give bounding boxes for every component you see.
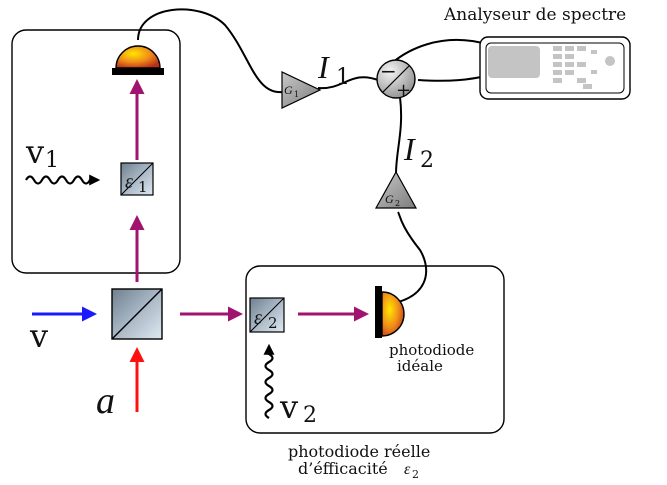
eps2-sub: 2 xyxy=(268,314,278,332)
detector-1 xyxy=(112,45,164,75)
label-i2: I xyxy=(403,131,416,167)
efficiency-element-1: ε 1 xyxy=(120,162,154,196)
g1-sub: 1 xyxy=(294,90,299,99)
beam-splitter xyxy=(111,288,163,340)
analyzer-keypad xyxy=(553,46,597,89)
cable-subtractor-to-analyzer-top xyxy=(391,39,491,64)
label-eps-caption: ε xyxy=(404,461,411,478)
label-i1: I xyxy=(317,49,330,85)
label-v2-sub: 2 xyxy=(303,403,317,428)
g2-label: G xyxy=(385,192,394,206)
eps1-sub: 1 xyxy=(138,178,148,196)
spectrum-analyzer xyxy=(479,36,631,100)
label-photodiode-reelle-2: d’éfficacité xyxy=(298,459,388,478)
label-photodiode-ideale-2: idéale xyxy=(397,357,443,375)
label-i1-sub: 1 xyxy=(336,65,350,90)
cable-detector2-to-g2 xyxy=(381,211,428,306)
cable-g2-to-subtractor xyxy=(395,96,403,175)
subtractor-plus: + xyxy=(396,80,411,101)
photodiode-2-enclosure xyxy=(245,265,505,434)
label-v-input: v xyxy=(29,317,48,355)
efficiency-element-2: ε 2 xyxy=(249,297,285,333)
label-photodiode-ideale-1: photodiode xyxy=(389,341,474,359)
g2-sub: 2 xyxy=(395,199,400,208)
cable-subtractor-to-analyzer-bottom xyxy=(417,74,491,82)
analyzer-screen xyxy=(488,46,540,78)
label-photodiode-reelle-1: photodiode réelle xyxy=(288,442,430,461)
eps2-label: ε xyxy=(254,307,262,329)
detector-2 xyxy=(375,286,405,338)
cable-detector1-to-g1 xyxy=(137,8,284,94)
amplifier-g2: G 2 xyxy=(374,170,418,209)
label-v1: v xyxy=(25,133,44,171)
analyzer-title: Analyseur de spectre xyxy=(443,5,626,25)
subtractor-minus: − xyxy=(380,59,397,83)
amplifier-g1: G 1 xyxy=(281,71,322,109)
g1-label: G xyxy=(284,83,293,97)
photodiode-1-enclosure xyxy=(11,29,181,274)
label-v2: v xyxy=(279,388,298,426)
cable-g1-to-subtractor xyxy=(317,76,379,90)
subtractor: − + xyxy=(376,59,416,101)
label-a-input: a xyxy=(96,380,115,422)
noise-v2-wave xyxy=(263,343,275,419)
label-eps-caption-sub: 2 xyxy=(412,468,419,481)
label-v1-sub: 1 xyxy=(45,148,59,173)
eps1-label: ε xyxy=(125,171,133,193)
label-i2-sub: 2 xyxy=(420,148,434,173)
analyzer-knob xyxy=(605,56,615,66)
noise-v1-wave xyxy=(25,174,101,186)
